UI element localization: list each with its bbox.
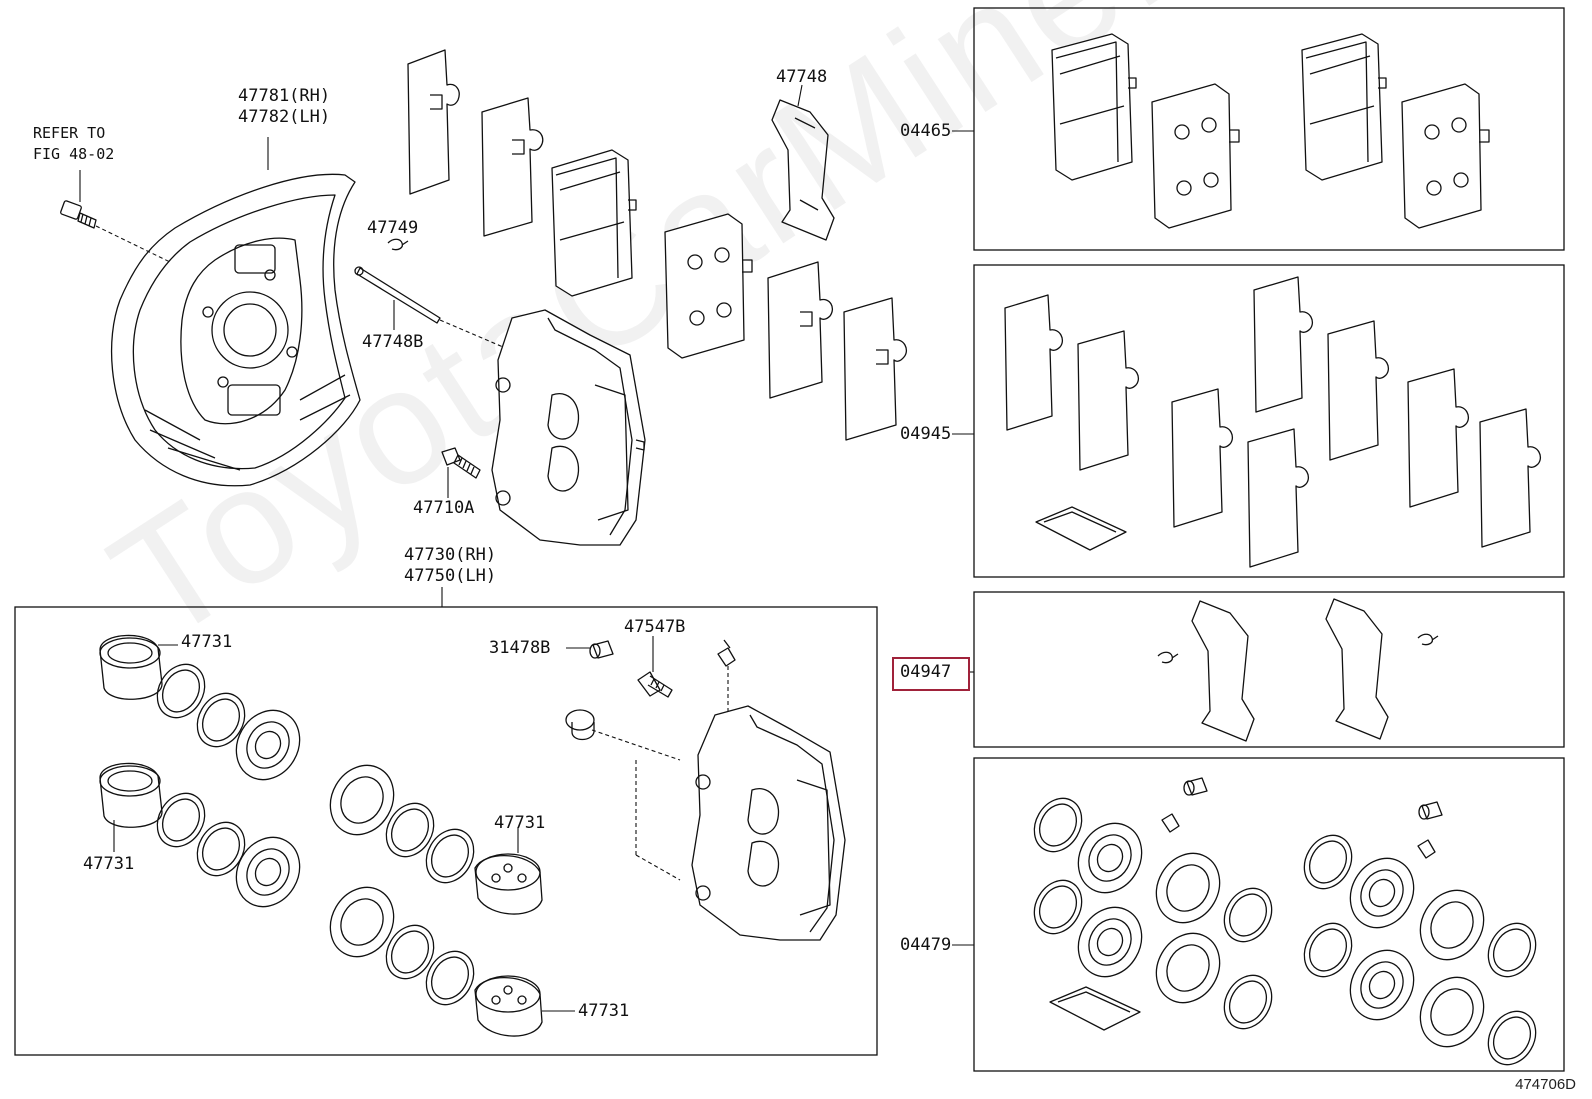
outer-brake-pad[interactable] — [551, 149, 637, 297]
fig-ref-label[interactable]: FIG 48-02 — [33, 145, 115, 163]
inner-shim-a[interactable] — [767, 261, 834, 399]
part-label-47748[interactable]: 47748 — [776, 67, 828, 87]
kit-seals-drawing — [1033, 777, 1537, 1066]
kit-label-04465[interactable]: 04465 — [900, 121, 952, 141]
part-label-47749[interactable]: 47749 — [367, 218, 419, 238]
kit-label-04947-highlight — [892, 657, 970, 691]
diagram-id: 474706D — [1515, 1076, 1576, 1093]
part-label-47730[interactable]: 47730(RH) — [404, 545, 497, 565]
bleeder-cap[interactable] — [589, 640, 614, 659]
kit-shims-drawing — [1004, 276, 1542, 568]
kit-box-pads[interactable] — [973, 7, 1565, 251]
part-label-47731-middle[interactable]: 47731 — [494, 813, 546, 833]
kit-box-shims[interactable] — [973, 264, 1565, 578]
caliper-assembly-box[interactable] — [14, 606, 878, 1056]
part-label-47731-top[interactable]: 47731 — [181, 632, 233, 652]
dust-shield[interactable] — [110, 173, 361, 487]
part-label-47782[interactable]: 47782(LH) — [238, 107, 331, 127]
fig-ref-bolt[interactable] — [60, 200, 97, 229]
kit-pads-drawing — [1051, 33, 1490, 229]
kit-label-04947[interactable]: 04947 — [900, 662, 952, 682]
pad-spring[interactable] — [771, 99, 835, 241]
piston-group-left[interactable] — [99, 634, 312, 791]
part-label-47748b[interactable]: 47748B — [362, 332, 424, 352]
inner-brake-pad[interactable] — [664, 213, 753, 359]
refer-to-label: REFER TO — [33, 124, 106, 142]
outer-shim-b[interactable] — [481, 97, 544, 237]
lower-plug[interactable] — [565, 709, 595, 741]
part-label-47547b[interactable]: 47547B — [624, 617, 686, 637]
pin-clip[interactable] — [387, 238, 409, 251]
piston-group-middle-upper[interactable] — [318, 754, 543, 915]
piston-group-left-lower[interactable] — [99, 762, 312, 918]
kit-label-04945[interactable]: 04945 — [900, 424, 952, 444]
part-label-47731-left[interactable]: 47731 — [83, 854, 135, 874]
outer-shim-a[interactable] — [407, 49, 460, 195]
bleeder-screw[interactable] — [717, 639, 736, 667]
part-label-47731-bottom[interactable]: 47731 — [578, 1001, 630, 1021]
kit-box-fitting[interactable] — [973, 591, 1565, 748]
piston-group-middle-lower[interactable] — [318, 876, 543, 1037]
inner-shim-b[interactable] — [843, 297, 908, 441]
part-label-47750[interactable]: 47750(LH) — [404, 566, 497, 586]
caliper-body[interactable] — [491, 309, 646, 546]
part-label-47781[interactable]: 47781(RH) — [238, 86, 331, 106]
caliper-housing[interactable] — [691, 705, 846, 941]
part-label-31478b[interactable]: 31478B — [489, 638, 551, 658]
kit-fitting-drawing — [1157, 598, 1439, 742]
part-label-47710a[interactable]: 47710A — [413, 498, 475, 518]
mounting-bolt[interactable] — [441, 447, 481, 479]
kit-label-04479[interactable]: 04479 — [900, 935, 952, 955]
bleeder-plug[interactable] — [637, 671, 673, 698]
pad-pin[interactable] — [354, 266, 441, 324]
kit-box-seals[interactable] — [973, 757, 1565, 1072]
